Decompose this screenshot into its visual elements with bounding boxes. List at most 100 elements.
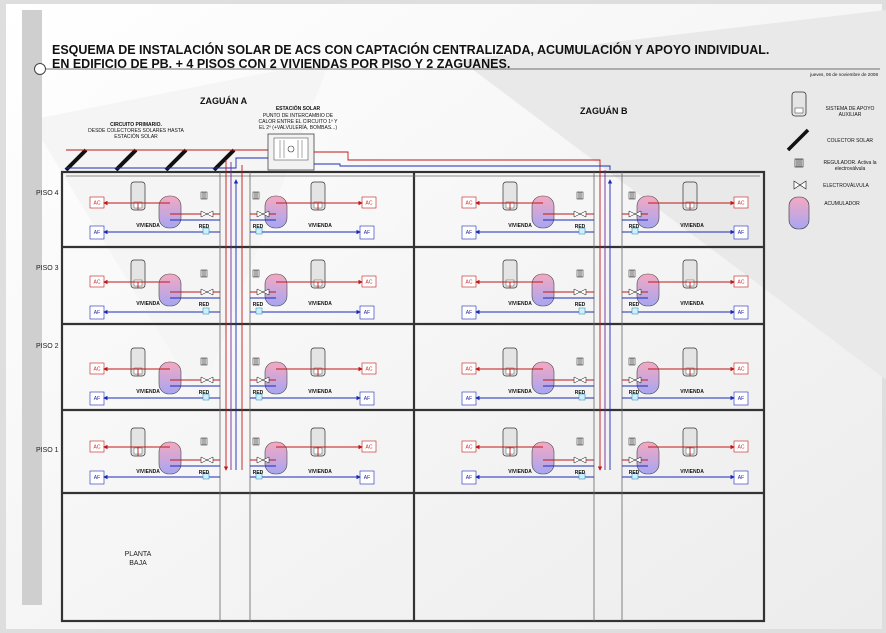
regulator-icon: [200, 357, 208, 366]
vivienda-label: VIVIENDA: [680, 389, 704, 395]
red-label: RED: [199, 390, 210, 396]
vivienda-label: VIVIENDA: [136, 389, 160, 395]
water-meter-icon: [578, 307, 586, 315]
regulator-icon: [628, 191, 636, 200]
water-meter-icon: [255, 227, 263, 235]
regulator-body: [628, 357, 636, 366]
water-meter-icon: [202, 393, 210, 401]
regulator-body: [200, 357, 208, 366]
solenoid-valve-icon: [573, 210, 587, 218]
regulator-icon: [576, 191, 584, 200]
red-label: RED: [575, 302, 586, 308]
solenoid-valve-icon: [256, 376, 270, 384]
water-meter-icon: [631, 307, 639, 315]
regulator-body: [576, 191, 584, 200]
water-meter-icon: [631, 227, 639, 235]
regulator-icon: [200, 269, 208, 278]
red-label: RED: [253, 224, 264, 230]
red-label: RED: [253, 470, 264, 476]
circuito-primario-title: CIRCUITO PRIMARIO.: [110, 122, 162, 128]
vivienda-label: VIVIENDA: [508, 389, 532, 395]
vivienda-label: VIVIENDA: [680, 223, 704, 229]
af-label: AF: [466, 310, 472, 316]
water-meter-icon: [202, 472, 210, 480]
legend-label: SISTEMA DE APOYO: [826, 106, 875, 112]
af-label: AF: [466, 475, 472, 481]
solenoid-valve-icon: [573, 376, 587, 384]
regulator-body: [628, 269, 636, 278]
water-meter-icon: [578, 472, 586, 480]
regulator-body: [252, 437, 260, 446]
af-label: AF: [94, 475, 100, 481]
regulator-body: [200, 191, 208, 200]
solenoid-valve-icon: [256, 456, 270, 464]
vivienda-label: VIVIENDA: [308, 223, 332, 229]
red-label: RED: [199, 224, 210, 230]
af-label: AF: [738, 475, 744, 481]
boiler-icon-window: [794, 107, 804, 114]
vivienda-label: VIVIENDA: [136, 223, 160, 229]
af-label: AF: [364, 310, 370, 316]
solar-collector-icon: [786, 128, 810, 152]
estacion-solar-title: ESTACIÓN SOLAR: [276, 104, 321, 112]
background-wedge: [30, 60, 330, 400]
solenoid-valve-icon: [200, 210, 214, 218]
water-meter-icon: [202, 307, 210, 315]
ac-label: AC: [366, 367, 373, 373]
ac-label: AC: [94, 367, 101, 373]
ac-label: AC: [466, 201, 473, 207]
secondary-hot-main: [314, 151, 601, 170]
water-meter-icon: [578, 393, 586, 401]
accumulator-icon: [531, 361, 555, 395]
af-label: AF: [738, 310, 744, 316]
pump-icon: [287, 145, 295, 153]
regulator-icon: [200, 437, 208, 446]
red-label: RED: [575, 224, 586, 230]
water-meter-icon: [255, 472, 263, 480]
floor-label-3: PISO 3: [36, 265, 59, 272]
solenoid-valve-icon: [256, 288, 270, 296]
solar-collector-icon: [164, 148, 188, 172]
planta-baja-label: BAJA: [129, 560, 147, 567]
solar-collector-icon: [114, 148, 138, 172]
water-meter-icon: [202, 227, 210, 235]
legend-label: electroválvula: [835, 166, 866, 172]
vivienda-label: VIVIENDA: [136, 469, 160, 475]
regulator-body: [252, 269, 260, 278]
legend-label: REGULADOR. Activa la: [823, 160, 876, 166]
left-margin-bar: [22, 10, 42, 605]
regulator-body: [576, 357, 584, 366]
solenoid-valve-icon: [573, 288, 587, 296]
title-line-1: ESQUEMA DE INSTALACIÓN SOLAR DE ACS CON …: [52, 42, 769, 57]
vivienda-label: VIVIENDA: [508, 301, 532, 307]
heat-exchanger-icon: [273, 137, 309, 161]
zaguan-b-label: ZAGUÁN B: [580, 106, 628, 116]
red-label: RED: [629, 390, 640, 396]
af-label: AF: [364, 475, 370, 481]
water-meter-icon: [255, 393, 263, 401]
solenoid-valve-icon: [628, 210, 642, 218]
vivienda-label: VIVIENDA: [680, 469, 704, 475]
floor-label-4: PISO 4: [36, 190, 59, 197]
ac-label: AC: [94, 445, 101, 451]
building: [60, 170, 766, 623]
regulator-body: [252, 357, 260, 366]
solenoid-valve-icon: [628, 288, 642, 296]
estacion-solar-desc: CALOR ENTRE EL CIRCUITO 1º Y: [259, 119, 339, 125]
solenoid-valve-icon: [793, 180, 807, 190]
regulator-body: [628, 191, 636, 200]
solar-collector-icon: [212, 148, 236, 172]
ac-label: AC: [466, 445, 473, 451]
vivienda-label: VIVIENDA: [680, 301, 704, 307]
af-label: AF: [738, 396, 744, 402]
